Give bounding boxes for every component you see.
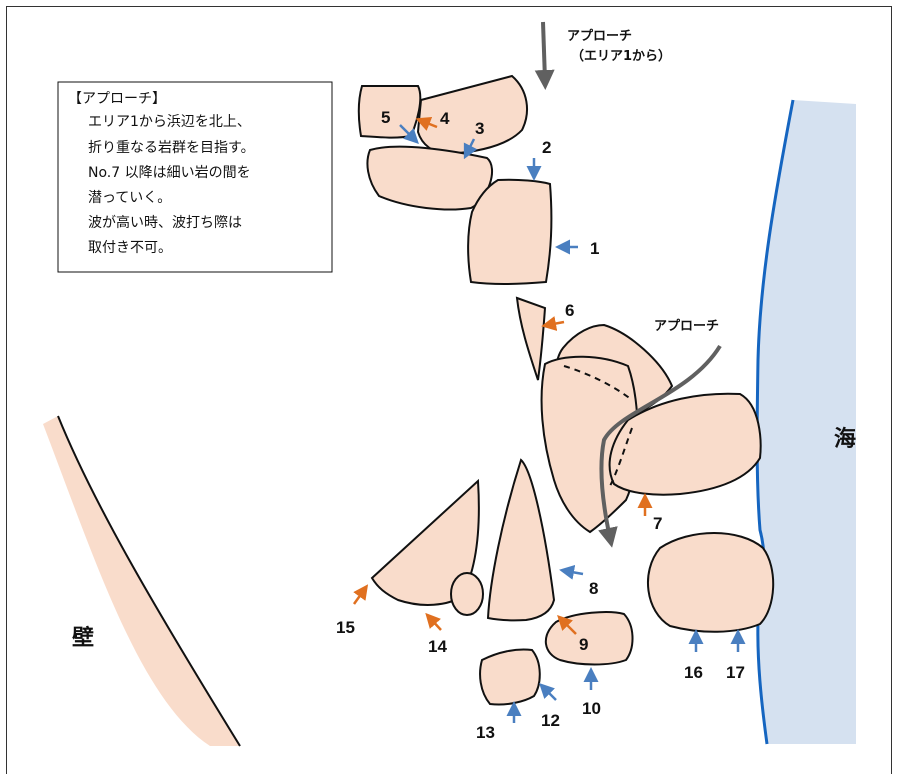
sea-area [757, 100, 856, 744]
rock-8 [486, 458, 556, 622]
route-arrow-12 [539, 683, 557, 701]
rock-7-big [540, 355, 639, 534]
route-number-3: 3 [475, 119, 484, 138]
route-arrow-4 [415, 117, 438, 131]
wall-label: 壁 [72, 625, 94, 651]
rock-9 [545, 611, 634, 666]
note-line: 折り重なる岩群を目指す。 [88, 140, 255, 156]
route-arrow-9 [557, 615, 577, 635]
route-arrow-8 [559, 565, 584, 580]
route-number-13: 13 [476, 723, 495, 742]
rock-16-17 [646, 532, 775, 633]
note-line: No.7 以降は細い岩の間を [88, 165, 251, 181]
rock-1-2 [467, 178, 553, 285]
note-box [57, 81, 333, 273]
approach-arrow-middle [598, 344, 722, 548]
note-title: 【アプローチ】 [68, 91, 166, 107]
rock-13 [479, 648, 541, 706]
approach-label-middle: アプローチ [654, 319, 719, 334]
route-number-8: 8 [589, 579, 598, 598]
route-number-9: 9 [579, 635, 588, 654]
rock-middle-slab [366, 145, 493, 211]
note-line: エリア1から浜辺を北上、 [88, 114, 251, 130]
route-number-6: 6 [565, 301, 574, 320]
sea-label: 海 [834, 426, 856, 452]
route-number-16: 16 [684, 663, 703, 682]
route-number-10: 10 [582, 699, 601, 718]
wall-face [43, 416, 240, 746]
route-number-12: 12 [541, 711, 560, 730]
shoreline [755, 99, 795, 745]
note-line: 波が高い時、波打ち際は [88, 214, 242, 231]
route-number-17: 17 [726, 663, 745, 682]
route-arrow-3 [463, 138, 478, 160]
rock-7-dashed [563, 365, 633, 401]
approach-label-top-line1: アプローチ [567, 29, 632, 44]
note-line: 取付き不可。 [88, 240, 172, 256]
rock-14 [450, 572, 484, 616]
rock-15 [370, 478, 480, 606]
route-arrow-6 [541, 316, 565, 331]
route-number-14: 14 [428, 637, 447, 656]
route-number-7: 7 [653, 514, 662, 533]
approach-arrow-top [534, 21, 555, 90]
route-number-5: 5 [381, 108, 390, 127]
wall-line [57, 415, 241, 747]
route-number-15: 15 [336, 618, 355, 637]
route-number-4: 4 [440, 109, 450, 128]
route-arrow-5 [399, 124, 419, 144]
rock-right-dashed [609, 427, 633, 487]
approach-label-top-line2: （エリア1から） [571, 48, 671, 64]
route-arrow-15 [352, 584, 369, 605]
note-line: 潜っていく。 [88, 190, 171, 206]
route-number-1: 1 [590, 239, 599, 258]
route-arrow-14 [425, 612, 442, 631]
route-number-2: 2 [542, 138, 551, 157]
